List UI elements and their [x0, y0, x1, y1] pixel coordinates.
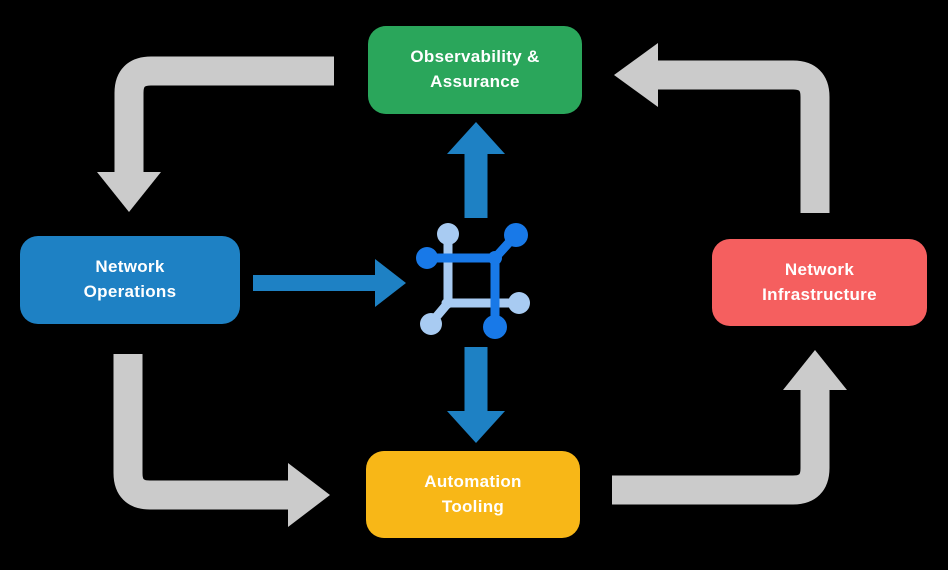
arrow-operations-to-center — [253, 259, 406, 307]
icon-light-node — [437, 223, 459, 245]
arrowhead-up-icon — [783, 350, 847, 390]
arrowhead-up-icon — [447, 122, 505, 154]
arrowhead-right-icon — [375, 259, 406, 307]
arrow-elbow — [113, 354, 289, 510]
arrowhead-down-icon — [447, 411, 505, 443]
icon-dark-node — [488, 251, 502, 265]
arrow-observability-to-operations — [97, 56, 334, 212]
icon-dark-node — [483, 315, 507, 339]
arrowhead-right-icon — [288, 463, 330, 527]
network-mesh-icon — [416, 223, 530, 339]
arrow-elbow — [656, 60, 830, 213]
arrow-elbow — [114, 56, 334, 173]
arrow-elbow — [612, 389, 830, 505]
icon-light-node — [508, 292, 530, 314]
arrow-center-to-observability — [447, 122, 505, 218]
node-network-infrastructure: Network Infrastructure — [712, 239, 927, 326]
arrow-automation-to-infrastructure — [612, 350, 847, 505]
icon-light-node — [420, 313, 442, 335]
node-automation-tooling: Automation Tooling — [366, 451, 580, 538]
icon-dark-node — [416, 247, 438, 269]
icon-dark-node — [504, 223, 528, 247]
node-label: Observability & Assurance — [410, 47, 540, 91]
arrowhead-left-icon — [614, 43, 658, 107]
arrowhead-down-icon — [97, 172, 161, 212]
arrow-center-to-automation — [447, 347, 505, 443]
node-label: Network Operations — [83, 257, 177, 301]
arrow-operations-to-automation — [113, 354, 330, 527]
node-label: Network Infrastructure — [762, 259, 877, 304]
node-observability-assurance: Observability & Assurance — [368, 26, 582, 114]
arrow-infrastructure-to-observability — [614, 43, 830, 213]
node-network-operations: Network Operations — [20, 236, 240, 324]
node-label: Automation Tooling — [424, 471, 522, 516]
